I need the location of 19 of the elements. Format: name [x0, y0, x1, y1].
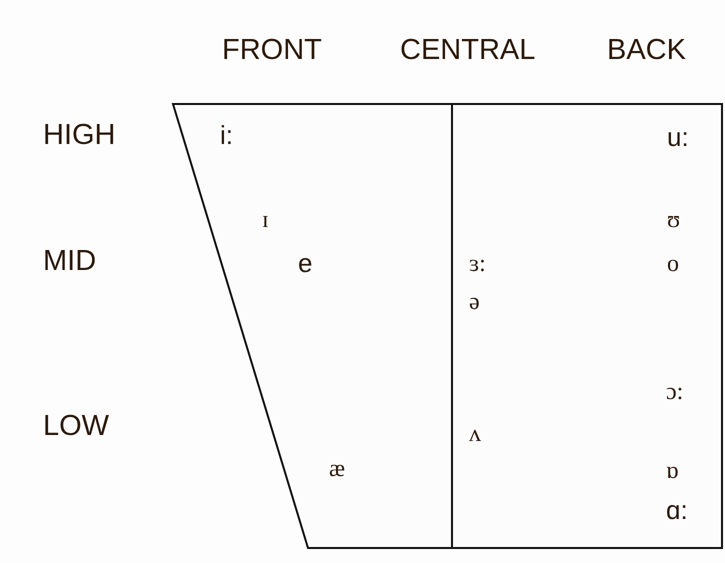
vowel-symbol: æ	[329, 457, 346, 481]
row-heading: HIGH	[43, 121, 116, 150]
vowel-symbol: e	[298, 250, 312, 276]
column-heading: CENTRAL	[400, 36, 536, 65]
vowel-symbol: u:	[667, 124, 689, 150]
vowel-symbol: o	[667, 252, 679, 276]
row-heading: MID	[43, 247, 96, 276]
vowel-symbol: ɒ	[666, 459, 679, 483]
vowel-symbol: ʌ	[469, 422, 481, 446]
row-heading: LOW	[43, 412, 110, 441]
vowel-symbol: ɑ:	[666, 497, 688, 523]
column-heading: BACK	[607, 36, 686, 65]
column-heading: FRONT	[222, 36, 322, 65]
vowel-symbol: i:	[220, 122, 233, 148]
vowel-symbol: ɜ:	[469, 252, 486, 276]
vowel-symbol: ɪ	[262, 208, 269, 232]
vowel-symbol: ə	[469, 290, 480, 314]
vowel-symbol: ʊ	[667, 208, 680, 232]
vowel-symbol: ɔ:	[666, 380, 684, 404]
